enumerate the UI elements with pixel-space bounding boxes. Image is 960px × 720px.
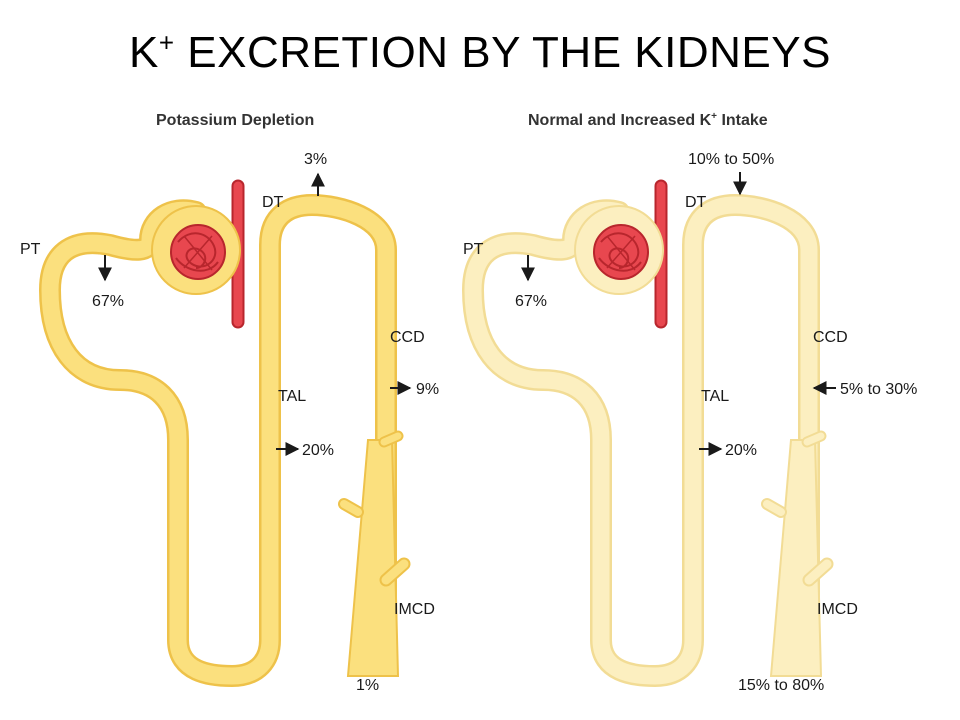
title-main: K: [129, 28, 159, 77]
left-ccd-label: CCD: [390, 329, 425, 346]
left-pt-label: PT: [20, 241, 41, 258]
right-pt-label: PT: [463, 241, 484, 258]
right-ccd-label: CCD: [813, 329, 848, 346]
right-heading-post: Intake: [717, 112, 768, 129]
title-superscript: +: [158, 27, 175, 58]
slide-title: K+ EXCRETION BY THE KIDNEYS: [0, 28, 960, 78]
right-pt-value: 67%: [515, 293, 547, 310]
left-imcd-label: IMCD: [394, 601, 435, 618]
right-heading-sup: +: [711, 111, 717, 122]
left-tubule: [39, 194, 411, 687]
right-glomerulus: [593, 224, 649, 280]
right-ccd-value: 5% to 30%: [840, 381, 917, 398]
left-glomerulus: [170, 224, 226, 280]
right-tal-label: TAL: [701, 388, 729, 405]
right-dt-value: 10% to 50%: [688, 151, 774, 168]
right-urine-value: 15% to 80%: [738, 677, 824, 694]
left-urine-value: 1%: [356, 677, 379, 694]
title-rest: EXCRETION BY THE KIDNEYS: [174, 28, 831, 77]
right-nephron: Normal and Increased K+ Intake PT 67% DT…: [462, 111, 917, 694]
left-dt-value: 3%: [304, 151, 327, 168]
left-nephron: Potassium Depletion PT 67% DT 3% CCD 9% …: [20, 112, 439, 694]
right-imcd-label: IMCD: [817, 601, 858, 618]
right-tal-value: 20%: [725, 442, 757, 459]
right-tubule: [462, 194, 834, 687]
left-dt-label: DT: [262, 194, 284, 211]
right-panel-heading: Normal and Increased K+ Intake: [528, 111, 768, 129]
right-dt-label: DT: [685, 194, 707, 211]
left-ccd-value: 9%: [416, 381, 439, 398]
left-tal-value: 20%: [302, 442, 334, 459]
left-pt-value: 67%: [92, 293, 124, 310]
left-tal-label: TAL: [278, 388, 306, 405]
left-panel-heading: Potassium Depletion: [156, 112, 314, 129]
right-heading-pre: Normal and Increased K: [528, 112, 712, 129]
